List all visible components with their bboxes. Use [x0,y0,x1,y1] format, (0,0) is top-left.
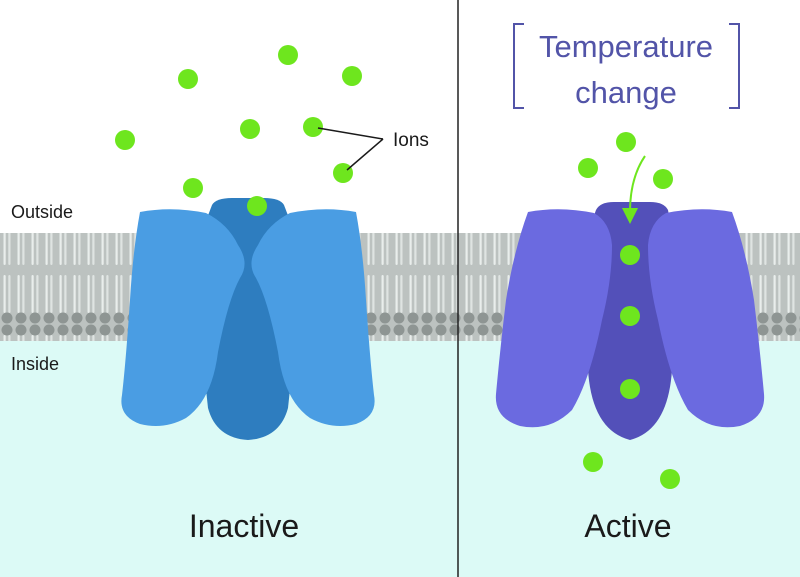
ion [183,178,203,198]
ions-label: Ions [393,130,429,151]
ion [583,452,603,472]
ion [247,196,267,216]
ion [303,117,323,137]
ion [620,245,640,265]
inactive-channel-right-subunit [251,209,375,426]
ion [653,169,673,189]
ions-active [578,132,680,489]
ion [178,69,198,89]
active-channel-left-subunit [495,209,612,428]
ion [115,130,135,150]
inactive-title: Inactive [189,508,299,544]
temperature-brackets [513,23,740,109]
inactive-channel [121,198,375,440]
temperature-label-line2: change [575,75,677,110]
temperature-label-line1: Temperature [539,29,713,64]
ion [333,163,353,183]
ion [278,45,298,65]
active-title: Active [584,508,671,544]
ion [620,379,640,399]
inside-label: Inside [11,354,59,374]
inactive-channel-left-subunit [121,209,245,426]
ion [578,158,598,178]
active-channel-right-subunit [648,209,765,428]
active-channel [495,202,765,440]
ions-inactive [115,45,362,216]
ion [240,119,260,139]
ion-flow-arrow [622,155,646,224]
outside-label: Outside [11,202,73,222]
ion [616,132,636,152]
ion [660,469,680,489]
ions-pointer [317,127,384,171]
ion [342,66,362,86]
ion [620,306,640,326]
